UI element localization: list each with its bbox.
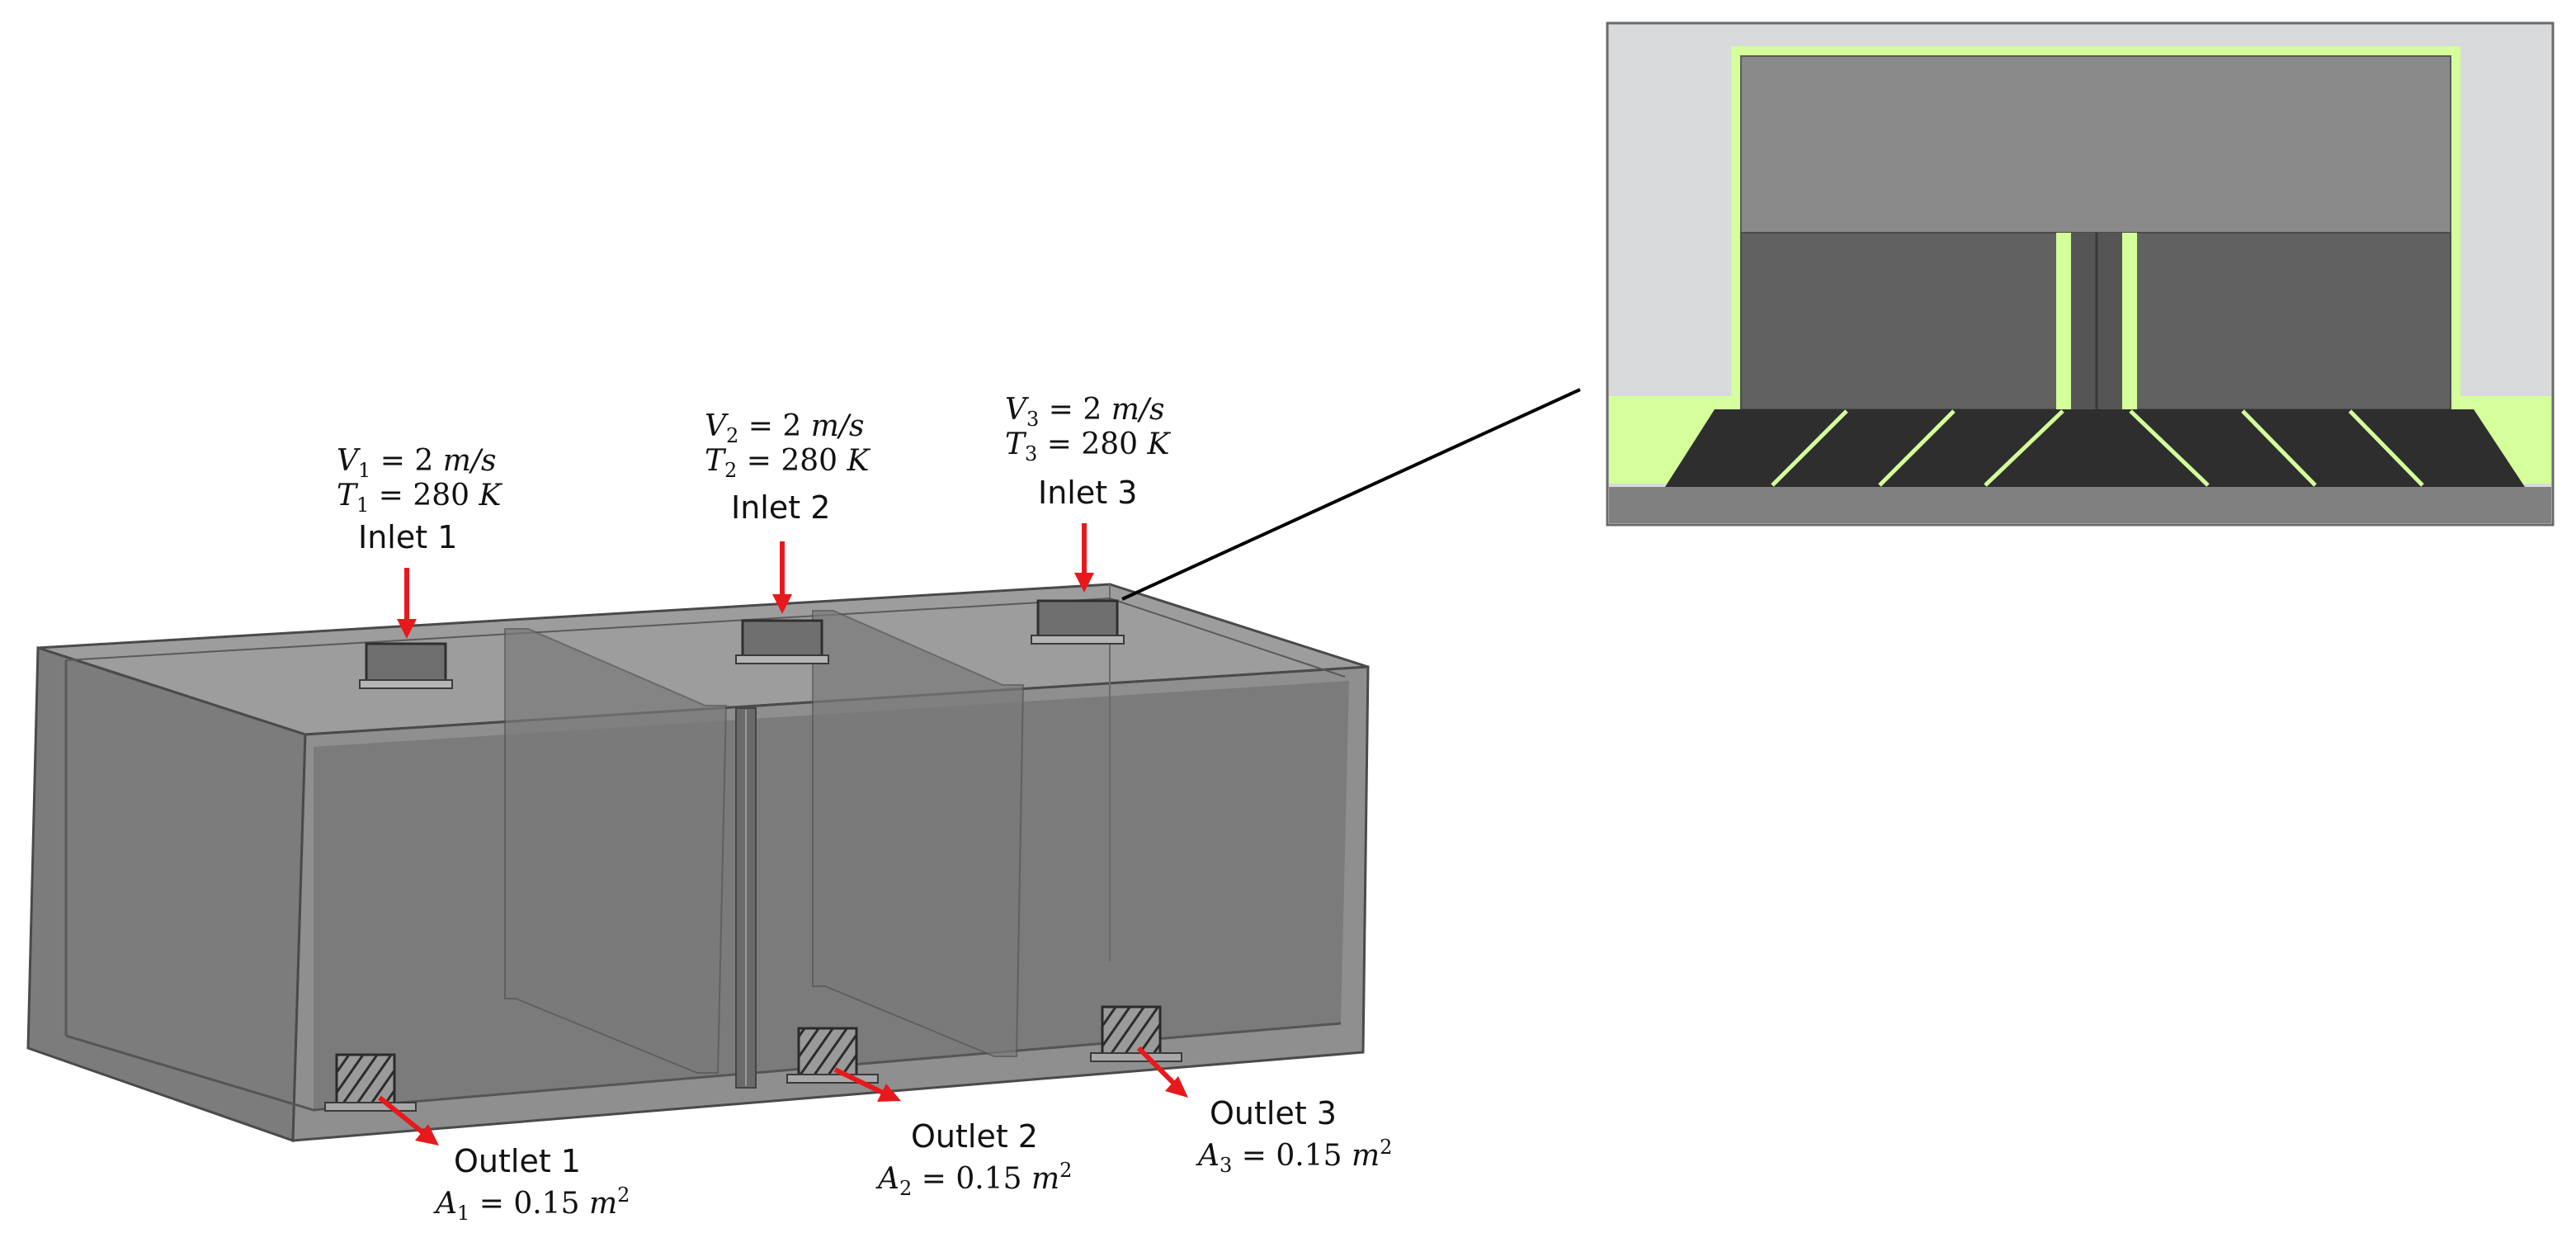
inlet-label-2: V2 = 2 m/s T2 = 280 K Inlet 2 — [705, 409, 871, 526]
inlet-3-temperature: T3 = 280 K — [1005, 428, 1172, 465]
inlet-arrow-1 — [397, 568, 417, 639]
outlet-label-3: Outlet 3 A3 = 0.15 m2 — [1196, 1095, 1392, 1177]
inset-slot-right-rim — [2122, 233, 2137, 409]
outlet-1-label: Outlet 1 — [454, 1143, 581, 1179]
tank-inner-rim — [65, 597, 1346, 678]
inset-base — [1609, 487, 2551, 523]
inset-floor — [1665, 409, 2525, 487]
inlet-label-3: V3 = 2 m/s T3 = 280 K Inlet 3 — [1005, 393, 1172, 511]
outlet-arrow-2 — [833, 1067, 901, 1102]
outlet-2-area: A2 = 0.15 m2 — [875, 1159, 1072, 1200]
outlet-grille-3 — [1090, 1005, 1182, 1062]
inlet-box-2 — [735, 619, 829, 664]
inlet-label-1: V1 = 2 m/s T1 = 280 K Inlet 1 — [337, 444, 503, 555]
inlet-1-label: Inlet 1 — [358, 519, 457, 555]
outlet-arrows — [378, 1046, 1188, 1146]
inlet-box-3 — [1031, 599, 1125, 645]
inset-upper-wall — [1740, 55, 2451, 234]
inlet-3-velocity: V3 = 2 m/s — [1005, 393, 1164, 431]
outlet-2-label: Outlet 2 — [911, 1118, 1038, 1155]
inlet-box-1 — [359, 642, 453, 689]
partition-1 — [504, 628, 728, 1074]
outlet-label-2: Outlet 2 A2 = 0.15 m2 — [875, 1118, 1072, 1200]
partition-2 — [812, 610, 1025, 1057]
outlet-3-label: Outlet 3 — [1210, 1095, 1337, 1131]
inlet-arrow-3 — [1074, 523, 1094, 593]
tank — [26, 583, 1370, 1143]
outlet-grille-1 — [324, 1053, 417, 1112]
inlet-detail-inset — [1606, 21, 2555, 527]
inlet-2-label: Inlet 2 — [731, 489, 830, 526]
outlet-grille-2 — [786, 1027, 879, 1084]
outlet-3-area: A3 = 0.15 m2 — [1196, 1136, 1392, 1177]
inlet-arrow-2 — [772, 541, 792, 614]
outlet-label-1: Outlet 1 A1 = 0.15 m2 — [433, 1143, 630, 1225]
inlet-arrows — [397, 523, 1094, 639]
outlet-arrow-3 — [1136, 1046, 1188, 1098]
inset-leader-line — [1121, 388, 1581, 601]
inset-slot-left-rim — [2056, 233, 2071, 409]
inlet-2-temperature: T2 = 280 K — [705, 444, 871, 482]
outlet-1-area: A1 = 0.15 m2 — [433, 1183, 630, 1225]
inlet-2-velocity: V2 = 2 m/s — [705, 409, 864, 447]
inset-vanes — [1771, 409, 2424, 487]
outlet-arrow-1 — [378, 1095, 439, 1146]
inlet-1-temperature: T1 = 280 K — [337, 479, 503, 517]
inlet-1-velocity: V1 = 2 m/s — [337, 444, 496, 482]
inlet-3-label: Inlet 3 — [1038, 475, 1137, 511]
